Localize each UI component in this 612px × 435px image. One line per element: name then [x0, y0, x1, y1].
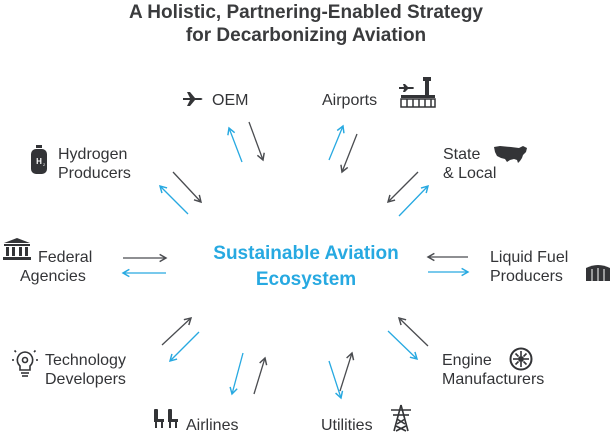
airport-terminal-icon — [399, 77, 436, 108]
government-building-icon — [3, 238, 31, 260]
diagram-title-line1: A Holistic, Partnering-Enabled Strategy — [128, 2, 484, 23]
node-hydrogen-label-line1: Hydrogen — [58, 146, 128, 163]
hydrogen-tank-icon: H 2 — [31, 145, 47, 174]
node-hydrogen-label-line2: Producers — [58, 165, 131, 182]
fuel-tank-icon — [586, 265, 610, 281]
node-state-label-line1: State — [443, 146, 481, 163]
arrow-to-utilities — [328, 360, 344, 400]
svg-text:2: 2 — [43, 162, 46, 167]
arrow-from-engine — [397, 316, 429, 347]
arrow-from-utilities — [339, 351, 355, 392]
power-tower-icon — [391, 404, 411, 432]
arrow-to-engine — [387, 330, 419, 361]
node-airports-label: Airports — [322, 92, 378, 109]
arrow-to-airports — [328, 124, 345, 161]
node-oem-label: OEM — [212, 92, 249, 109]
usa-map-icon — [494, 146, 527, 163]
airplane-icon — [183, 92, 203, 106]
node-airlines-label: Airlines — [186, 417, 239, 434]
node-liquid-fuel-label-line2: Producers — [490, 268, 563, 285]
arrow-from-technology — [161, 317, 193, 346]
svg-text:H: H — [36, 157, 42, 166]
arrow-from-state — [386, 171, 419, 204]
node-technology-label-line1: Technology — [45, 352, 126, 369]
arrow-to-hydrogen — [158, 184, 189, 215]
node-utilities-label: Utilities — [321, 417, 373, 434]
arrow-to-oem — [227, 126, 243, 163]
arrow-to-airlines — [229, 352, 244, 396]
node-technology-label-line2: Developers — [45, 371, 126, 388]
node-federal-label-line2: Agencies — [20, 268, 86, 285]
arrow-from-airlines — [253, 356, 268, 395]
arrow-to-technology — [168, 331, 200, 363]
arrow-from-airports — [340, 133, 358, 174]
lightbulb-gear-icon — [12, 349, 38, 377]
arrow-to-state — [398, 184, 430, 217]
engine-icon — [509, 347, 533, 371]
arrow-from-oem — [248, 121, 265, 162]
node-state-label-line2: & Local — [443, 165, 497, 182]
node-engine-label-line2: Manufacturers — [442, 371, 545, 388]
diagram-title-line2: for Decarbonizing Aviation — [185, 25, 427, 46]
center-label-line1: Sustainable Aviation — [213, 243, 399, 264]
center-label-line2: Ecosystem — [255, 269, 357, 290]
arrow-from-hydrogen — [172, 171, 203, 204]
node-federal-label-line1: Federal — [38, 249, 93, 266]
node-engine-label-line1: Engine — [442, 352, 492, 369]
airline-seats-icon — [154, 409, 178, 428]
node-liquid-fuel-label-line1: Liquid Fuel — [490, 249, 569, 266]
